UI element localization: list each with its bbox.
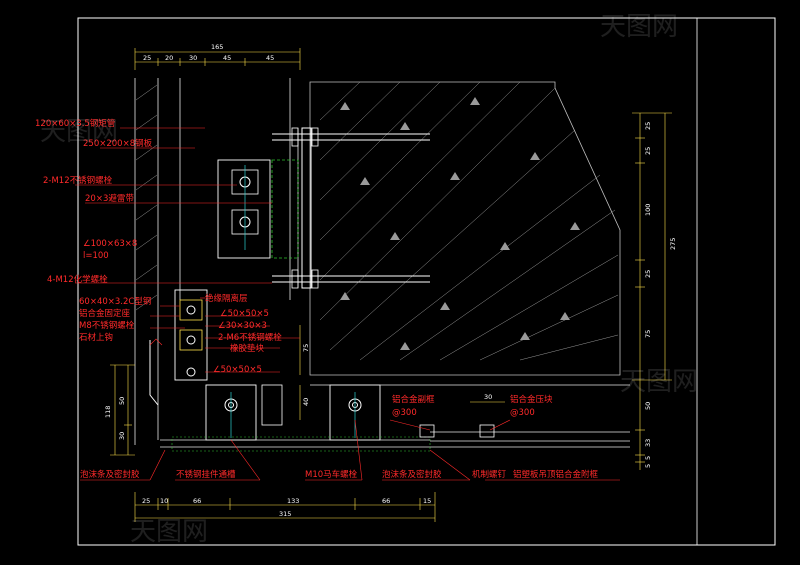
dim-top-4: 45 [266, 54, 274, 62]
svg-text:天图网: 天图网 [600, 12, 678, 42]
label-alu-frame: 铝合金副框 [392, 394, 435, 405]
ceiling-panel [419, 424, 630, 448]
watermark: 天图网 天图网 天图网 天图网 [40, 12, 698, 547]
label-alu-clip: 铝合金压块 [510, 394, 553, 405]
svg-text:天图网: 天图网 [130, 517, 208, 547]
label-c-steel: 60×40×3.2C型钢 [79, 296, 151, 307]
angle-bracket [261, 384, 283, 426]
dim-inner-30: 30 [484, 393, 492, 401]
label-stone-hook: 石材上钩 [79, 332, 113, 343]
dim-r-8: 5 [644, 464, 652, 468]
label-alu-clip-spacing: @300 [510, 408, 535, 418]
label-lightning-strip: 20×3避雷带 [85, 193, 134, 204]
dim-bot-4: 66 [382, 497, 390, 505]
label-ceiling-frame: 铝塑板吊顶铝合金附框 [513, 469, 599, 480]
label-angle-50-5b: ∠50×50×5 [213, 365, 262, 375]
dim-r-total: 275 [669, 238, 677, 250]
dim-bot-0: 25 [142, 497, 150, 505]
label-angle-length: l=100 [83, 251, 109, 261]
dim-top-1: 20 [165, 54, 173, 62]
dim-bot-total: 315 [279, 510, 291, 518]
label-alu-frame-spacing: @300 [392, 408, 417, 418]
dim-top-0: 25 [143, 54, 151, 62]
angle-connector [217, 159, 299, 259]
dim-r-7: 5 [644, 456, 652, 460]
dim-inner-40: 40 [302, 398, 310, 406]
dim-r-4: 75 [644, 330, 652, 338]
label-m10-bolt: M10马车螺栓 [305, 469, 358, 480]
label-m6-bolt: 2-M6不锈钢螺栓 [218, 332, 282, 343]
dim-r-3: 25 [644, 270, 652, 278]
chemical-bolt-upper [272, 127, 430, 147]
label-m8-bolt: M8不锈钢螺栓 [79, 320, 135, 331]
dim-r-6: 33 [644, 439, 652, 447]
label-machine-screw: 机制螺钉 [472, 469, 507, 480]
label-angle-50-5: ∠50×50×5 [220, 309, 269, 319]
hanger-left [205, 384, 257, 441]
stone-panel [160, 436, 431, 452]
label-foam-seal: 泡沫条及密封胶 [80, 469, 140, 480]
dim-bot-2: 66 [193, 497, 201, 505]
dim-r-1: 25 [644, 147, 652, 155]
label-alu-base: 铝合金固定座 [79, 308, 131, 319]
label-angle-steel: ∠100×63×8 [83, 239, 137, 249]
label-insulation: 绝缘隔离层 [205, 293, 248, 304]
label-ss-hanger: 不锈钢挂件通槽 [176, 469, 236, 480]
leader-lines [75, 127, 620, 481]
svg-text:天图网: 天图网 [620, 367, 698, 397]
steel-plate [301, 127, 312, 289]
dim-bottom: 25 10 66 133 66 15 315 [134, 492, 436, 522]
dim-r-2: 100 [644, 204, 652, 216]
svg-text:天图网: 天图网 [40, 117, 118, 147]
dim-r-0: 25 [644, 122, 652, 130]
dim-right: 25 25 100 25 75 50 33 5 5 275 [632, 112, 677, 470]
dim-r-5: 50 [644, 402, 652, 410]
label-chem-bolt: 4-M12化学螺栓 [47, 274, 108, 285]
dim-top-3: 45 [223, 54, 231, 62]
dim-inner: 75 40 30 [299, 325, 505, 420]
chemical-bolt-lower [272, 269, 430, 289]
label-stainless-bolt: 2-M12不锈钢螺栓 [43, 175, 113, 186]
c-steel-assembly [149, 289, 208, 406]
dim-top: 165 25 20 30 45 45 [134, 43, 301, 70]
dim-left: 118 50 30 [104, 364, 135, 456]
hanger-right [329, 384, 381, 441]
label-rubber-pad: 橡胶垫块 [230, 343, 265, 354]
dim-l-total: 118 [104, 406, 112, 418]
label-steel-plate: 250×200×8钢板 [83, 138, 153, 149]
label-angle-30-3: ∠30×30×3 [218, 321, 267, 331]
dim-bot-1: 10 [160, 497, 168, 505]
dim-l-1: 30 [118, 432, 126, 440]
dim-inner-75: 75 [302, 344, 310, 352]
label-steel-tube: 120×60×3.5钢矩管 [35, 118, 115, 129]
sheet-border [77, 17, 776, 546]
concrete-slab [309, 81, 621, 376]
dim-l-0: 50 [118, 397, 126, 405]
steel-tube-column [134, 78, 291, 445]
dim-top-2: 30 [189, 54, 197, 62]
dim-bot-3: 133 [287, 497, 299, 505]
dim-bot-5: 15 [423, 497, 431, 505]
dim-top-total: 165 [211, 43, 223, 51]
label-foam-seal-2: 泡沫条及密封胶 [382, 469, 442, 480]
